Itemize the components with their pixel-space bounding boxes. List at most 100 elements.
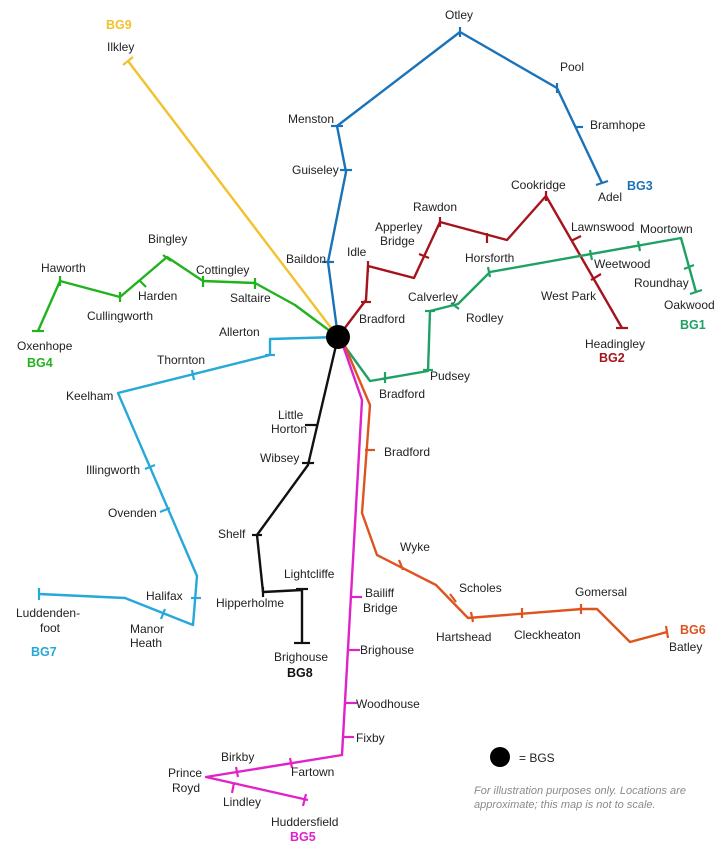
stop-west-park: West Park [541, 289, 597, 303]
stop-rodley: Rodley [466, 311, 503, 325]
apperley-line-1: Apperley [375, 220, 422, 234]
manor-line-2: Heath [130, 636, 162, 650]
tick-wyke [397, 559, 405, 571]
tick-oakwood [689, 288, 703, 296]
tick-birkby [234, 766, 240, 778]
stop-fartown: Fartown [291, 765, 334, 779]
stop-birkby: Birkby [221, 750, 254, 764]
tick-batley [664, 625, 670, 639]
stop-adel: Adel [598, 190, 622, 204]
prince-royd-line-1: Prince [168, 766, 202, 780]
luddenden-line-2: foot [40, 621, 61, 635]
stop-thornton: Thornton [157, 353, 205, 367]
tick-hartshead [469, 611, 475, 623]
route-bg7: BG7 Allerton Thornton Keelham Illingwort… [16, 325, 339, 659]
route-bg4-line [36, 255, 339, 338]
manor-line-1: Manor [130, 622, 164, 636]
tick-weetwood [588, 249, 594, 261]
route-bg8: BG8 Little Horton Wibsey Shelf Hipperhol… [216, 336, 340, 680]
route-bg6-line [339, 336, 668, 644]
stop-batley: Batley [669, 640, 702, 654]
stop-guiseley: Guiseley [292, 163, 339, 177]
tick-harden [139, 280, 147, 288]
stop-bailiff-bridge: Bailiff Bridge [363, 586, 398, 615]
stop-headingley: Headingley [585, 337, 645, 351]
route-bg3-name: BG3 [627, 179, 653, 193]
stop-apperley-bridge: Apperley Bridge [375, 220, 426, 248]
apperley-line-2: Bridge [380, 234, 415, 248]
little-horton-line-2: Horton [271, 422, 307, 436]
stop-cottingley: Cottingley [196, 263, 249, 277]
stop-wyke: Wyke [400, 540, 430, 554]
route-bg2-line [337, 194, 624, 338]
route-bg2: BG2 Bradford Idle Apperley Bridge Rawdon… [337, 178, 645, 365]
route-bg9: BG9 Ilkley [106, 18, 339, 338]
stop-hartshead: Hartshead [436, 630, 491, 644]
tick-apperley [418, 252, 430, 260]
stop-oakwood: Oakwood [664, 298, 715, 312]
route-bg3: BG3 Baildon Guiseley Menston Otley Pool … [286, 8, 653, 338]
route-bg6: BG6 Bradford Wyke Scholes Hartshead Clec… [339, 336, 706, 654]
stop-cullingworth: Cullingworth [87, 309, 153, 323]
stop-harden: Harden [138, 289, 177, 303]
stop-gomersal: Gomersal [575, 585, 627, 599]
stop-weetwood: Weetwood [594, 257, 650, 271]
stop-lindley: Lindley [223, 795, 261, 809]
stop-illingworth: Illingworth [86, 463, 140, 477]
route-bg9-terminus [122, 56, 134, 66]
tick-horsforth [486, 266, 492, 278]
stop-pool: Pool [560, 60, 584, 74]
stop-lawnswood: Lawnswood [571, 220, 634, 234]
legend: = BGS [490, 747, 555, 767]
stop-cleckheaton: Cleckheaton [514, 628, 581, 642]
tick-scholes [449, 593, 457, 603]
stop-brighouse-bg8: Brighouse [274, 650, 328, 664]
stop-roundhay: Roundhay [634, 276, 689, 290]
disclaimer-line-2: approximate; this map is not to scale. [474, 799, 656, 811]
tick-huddersfield [301, 793, 308, 807]
stop-shelf: Shelf [218, 527, 246, 541]
tick-illingworth [144, 463, 156, 471]
route-bg4: BG4 Saltaire Cottingley Bingley Harden C… [17, 232, 339, 370]
route-bg8-line [255, 336, 340, 643]
stop-bingley: Bingley [148, 232, 187, 246]
tick-bingley [162, 254, 172, 262]
stop-wibsey: Wibsey [260, 451, 299, 465]
stop-fixby: Fixby [356, 731, 385, 745]
route-bg7-name: BG7 [31, 645, 57, 659]
stop-saltaire: Saltaire [230, 291, 271, 305]
stop-rawdon: Rawdon [413, 200, 457, 214]
disclaimer-line-1: For illustration purposes only. Location… [474, 785, 686, 797]
tick-roundhay [683, 263, 695, 271]
tick-west-park [590, 273, 602, 281]
route-bg1-line [337, 236, 698, 383]
luddenden-line-1: Luddenden- [16, 606, 80, 620]
route-bg5-line [204, 336, 364, 802]
bgs-hub-marker [326, 325, 350, 349]
stop-bradford-bg6: Bradford [384, 445, 430, 459]
route-bg9-name: BG9 [106, 18, 132, 32]
stop-hipperholme: Hipperholme [216, 596, 284, 610]
tick-rodley [450, 302, 460, 310]
little-horton-line-1: Little [278, 408, 304, 422]
stop-little-horton: Little Horton [271, 408, 307, 436]
route-bg1-name: BG1 [680, 318, 706, 332]
stop-haworth: Haworth [41, 261, 86, 275]
route-bg8-name: BG8 [287, 666, 313, 680]
route-bg5: BG5 Bailiff Bridge Brighouse Woodhouse F… [168, 336, 420, 844]
bailiff-line-1: Bailiff [365, 586, 395, 600]
legend-bgs-marker [490, 747, 510, 767]
stop-huddersfield: Huddersfield [271, 815, 338, 829]
route-bg9-line [127, 60, 339, 338]
stop-scholes: Scholes [459, 581, 502, 595]
stop-menston: Menston [288, 112, 334, 126]
stop-woodhouse: Woodhouse [356, 697, 420, 711]
tick-lawnswood [570, 235, 582, 242]
stop-halifax: Halifax [146, 589, 183, 603]
stop-manor-heath: Manor Heath [130, 622, 167, 650]
stop-brighouse-bg5: Brighouse [360, 643, 414, 657]
stop-prince-royd: Prince Royd [168, 766, 205, 795]
tick-moortown [636, 240, 642, 252]
route-bg4-name: BG4 [27, 356, 53, 370]
stop-bradford-bg1: Bradford [379, 387, 425, 401]
